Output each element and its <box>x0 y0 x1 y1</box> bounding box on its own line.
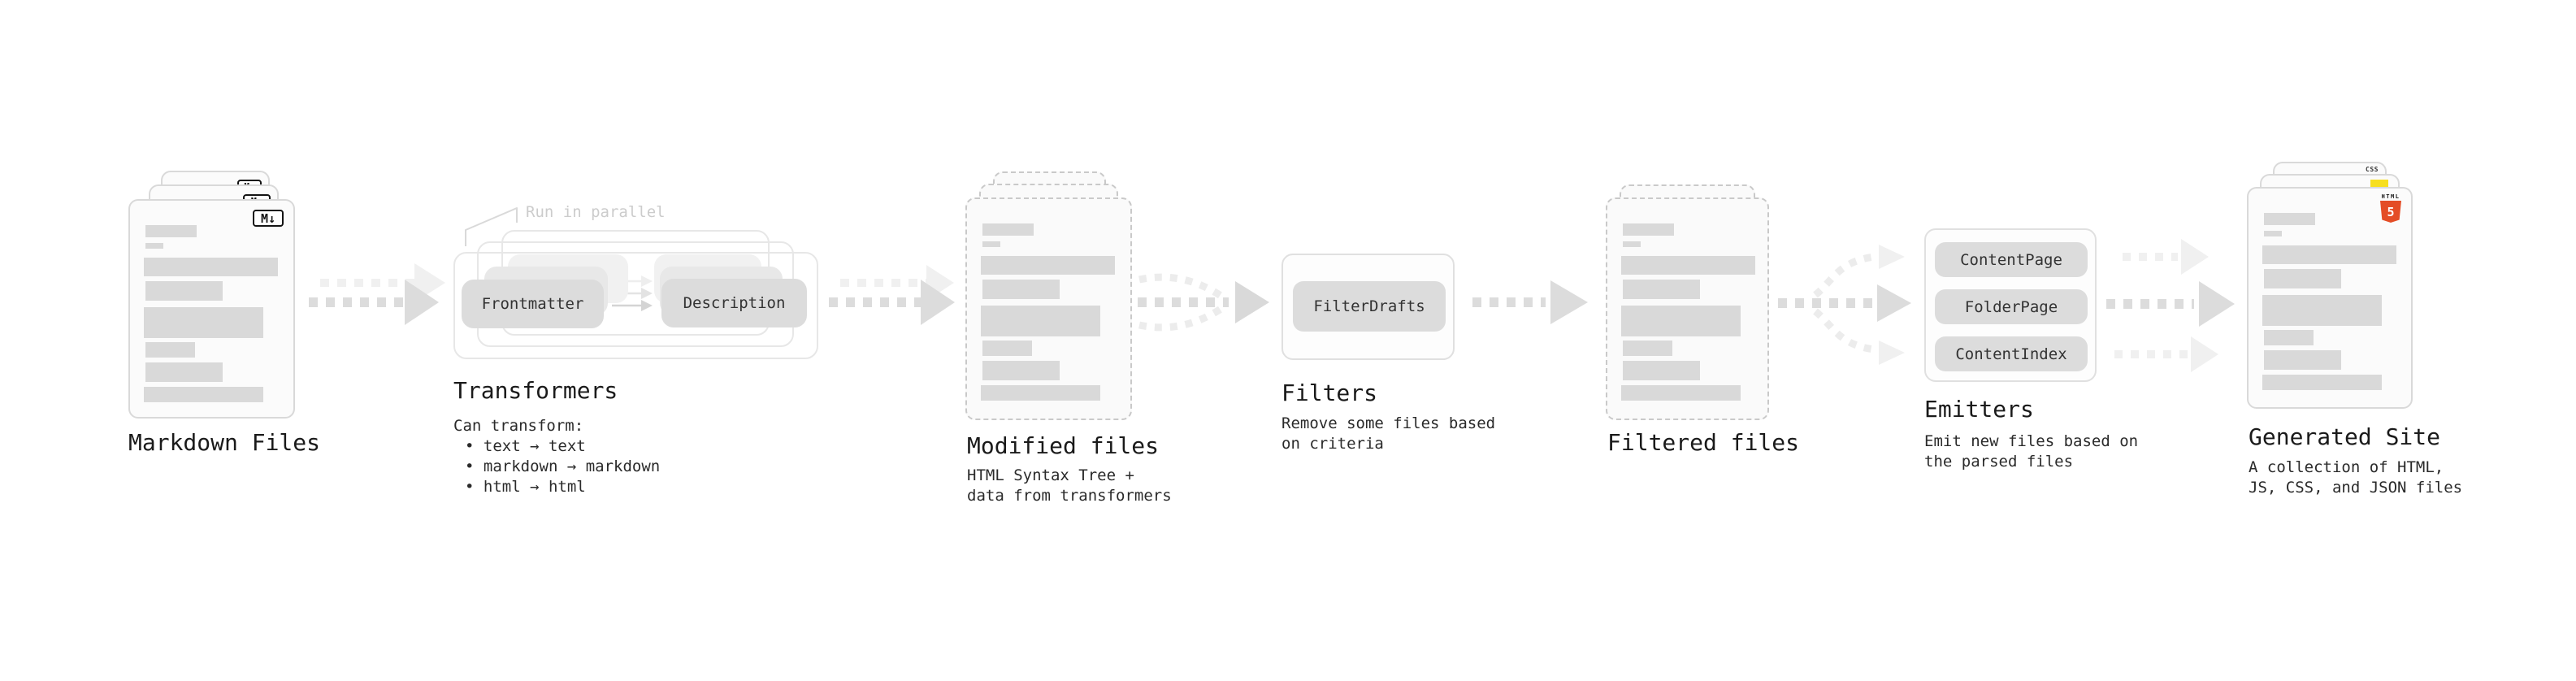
skeleton-text-bar <box>144 307 263 338</box>
document-skeleton <box>2249 189 2411 407</box>
run-in-parallel-note: Run in parallel <box>526 203 666 221</box>
frontmatter-pill: Frontmatter <box>462 280 604 328</box>
skeleton-text-bar <box>145 225 197 237</box>
skeleton-text-bar <box>144 258 278 276</box>
transformers-bullet: • html → html <box>465 478 586 496</box>
filterdrafts-pill: FilterDrafts <box>1293 281 1446 332</box>
generated-html-card: HTML 5 <box>2247 187 2413 409</box>
skeleton-text-bar <box>144 387 263 402</box>
skeleton-text-bar <box>2262 245 2396 264</box>
folderpage-pill: FolderPage <box>1935 289 2088 324</box>
transformers-description: Can transform: • text → text • markdown … <box>453 416 660 497</box>
skeleton-text-bar <box>145 281 223 301</box>
emitters-label: Emitters <box>1924 396 2034 423</box>
skeleton-text-bar <box>981 306 1100 336</box>
filters-label: Filters <box>1281 380 1378 406</box>
arrow-modified-to-filters-converge <box>1138 273 1269 332</box>
arrow-markdown-to-transformers <box>309 263 445 325</box>
skeleton-text-bar <box>1623 223 1674 236</box>
skeleton-text-bar <box>982 223 1034 236</box>
filtered-files-label: Filtered files <box>1607 429 1800 456</box>
filters-box: FilterDrafts <box>1281 254 1455 360</box>
contentindex-pill: ContentIndex <box>1935 336 2088 371</box>
transformers-label: Transformers <box>453 377 618 404</box>
transformers-bullet: • markdown → markdown <box>465 458 661 475</box>
skeleton-text-bar <box>1621 256 1755 275</box>
modified-desc-line: data from transformers <box>967 487 1172 505</box>
document-skeleton <box>967 199 1130 419</box>
emitters-description: Emit new files based on the parsed files <box>1924 432 2138 472</box>
modified-file-card-front <box>965 197 1132 420</box>
skeleton-text-bar <box>1621 306 1741 336</box>
skeleton-text-bar <box>1623 361 1700 380</box>
skeleton-text-bar <box>145 362 223 382</box>
modified-files-description: HTML Syntax Tree + data from transformer… <box>967 466 1172 506</box>
filters-desc-line: Remove some files based <box>1281 414 1496 432</box>
document-skeleton <box>1607 199 1767 419</box>
skeleton-text-bar <box>145 342 195 358</box>
html5-icon-shield: 5 <box>2380 201 2401 223</box>
skeleton-text-bar <box>982 361 1060 380</box>
arrow-filters-to-filtered <box>1472 280 1588 324</box>
skeleton-text-bar <box>981 385 1100 401</box>
transformers-bullet: • text → text <box>465 437 586 455</box>
skeleton-text-bar <box>1623 280 1700 299</box>
emitters-desc-line: the parsed files <box>1924 453 2074 471</box>
filters-desc-line: on criteria <box>1281 435 1384 453</box>
css-icon-text: CSS <box>2366 166 2379 173</box>
modified-desc-line: HTML Syntax Tree + <box>967 466 1134 484</box>
filters-description: Remove some files based on criteria <box>1281 414 1495 454</box>
skeleton-text-bar <box>2262 295 2382 326</box>
contentpage-pill: ContentPage <box>1935 242 2088 277</box>
markdown-icon: M↓ <box>253 210 284 227</box>
skeleton-text-bar <box>145 243 163 249</box>
arrow-transformers-to-modified <box>829 265 955 325</box>
transformers-desc-title: Can transform: <box>453 417 584 435</box>
skeleton-text-bar <box>982 340 1032 356</box>
skeleton-text-bar <box>1621 385 1741 401</box>
skeleton-text-bar <box>982 241 1000 247</box>
skeleton-text-bar <box>1623 241 1641 247</box>
emitters-box: ContentPage FolderPage ContentIndex <box>1924 228 2097 382</box>
generated-site-description: A collection of HTML, JS, CSS, and JSON … <box>2249 458 2462 498</box>
modified-files-label: Modified files <box>967 432 1160 459</box>
html5-icon-word: HTML <box>2381 193 2400 200</box>
arrow-emitters-to-generated <box>2106 239 2235 372</box>
generated-desc-line: A collection of HTML, <box>2249 458 2444 476</box>
skeleton-text-bar <box>2264 269 2341 288</box>
skeleton-text-bar <box>1623 340 1672 356</box>
emitters-desc-line: Emit new files based on <box>1924 432 2139 450</box>
transformer-frame-front <box>453 252 818 359</box>
skeleton-text-bar <box>2262 375 2382 390</box>
document-skeleton <box>130 201 293 417</box>
filtered-file-card-front <box>1606 197 1769 420</box>
skeleton-text-bar <box>981 256 1115 275</box>
arrow-filtered-to-emitters-diverge <box>1778 245 1911 365</box>
html5-icon-number: 5 <box>2387 204 2395 219</box>
description-pill: Description <box>661 279 807 327</box>
markdown-file-card-front: M↓ <box>128 199 295 419</box>
skeleton-text-bar <box>2264 231 2282 236</box>
markdown-files-label: Markdown Files <box>128 429 321 456</box>
skeleton-text-bar <box>2264 330 2314 345</box>
skeleton-text-bar <box>2264 213 2315 225</box>
skeleton-text-bar <box>982 280 1060 299</box>
generated-site-label: Generated Site <box>2249 423 2441 450</box>
skeleton-text-bar <box>2264 350 2341 370</box>
html5-icon: HTML 5 <box>2380 193 2401 223</box>
generated-desc-line: JS, CSS, and JSON files <box>2249 479 2463 497</box>
